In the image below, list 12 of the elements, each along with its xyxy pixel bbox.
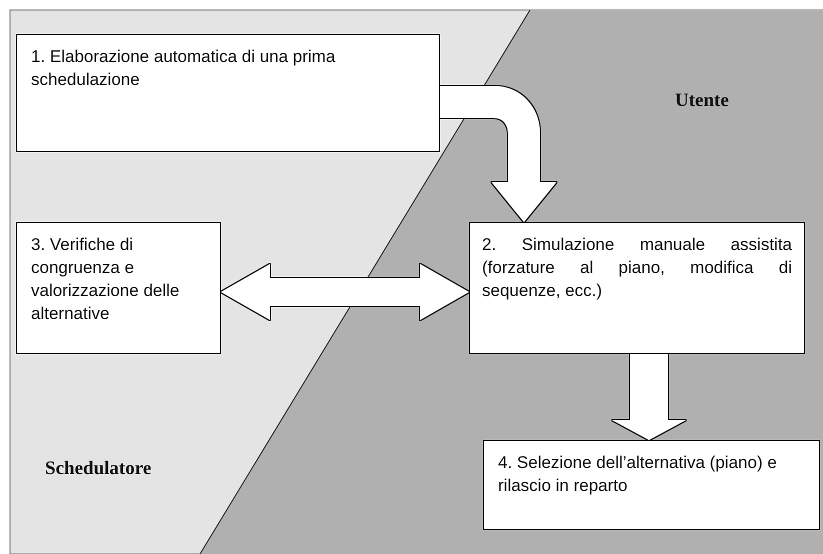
block-arrow [221,264,469,320]
region-label: Schedulatore [45,458,152,480]
region-label: Utente [675,90,729,112]
process-box [16,222,221,354]
step-text: 2. Simulazione manuale assistita (forzature al piano, modifica di sequenze, ecc.) [482,234,792,302]
step-text: 1. Elaborazione automatica di una prima schedulazione [31,46,336,91]
step-text: 3. Verifiche di congruenza e valorizzazione delle alternative [31,234,180,325]
step-text: 4. Selezione dell’alternativa (piano) e rilascio in reparto [498,452,778,497]
process-box [469,222,805,354]
block-arrow [612,354,686,440]
process-box [483,440,820,530]
process-box [16,34,440,152]
